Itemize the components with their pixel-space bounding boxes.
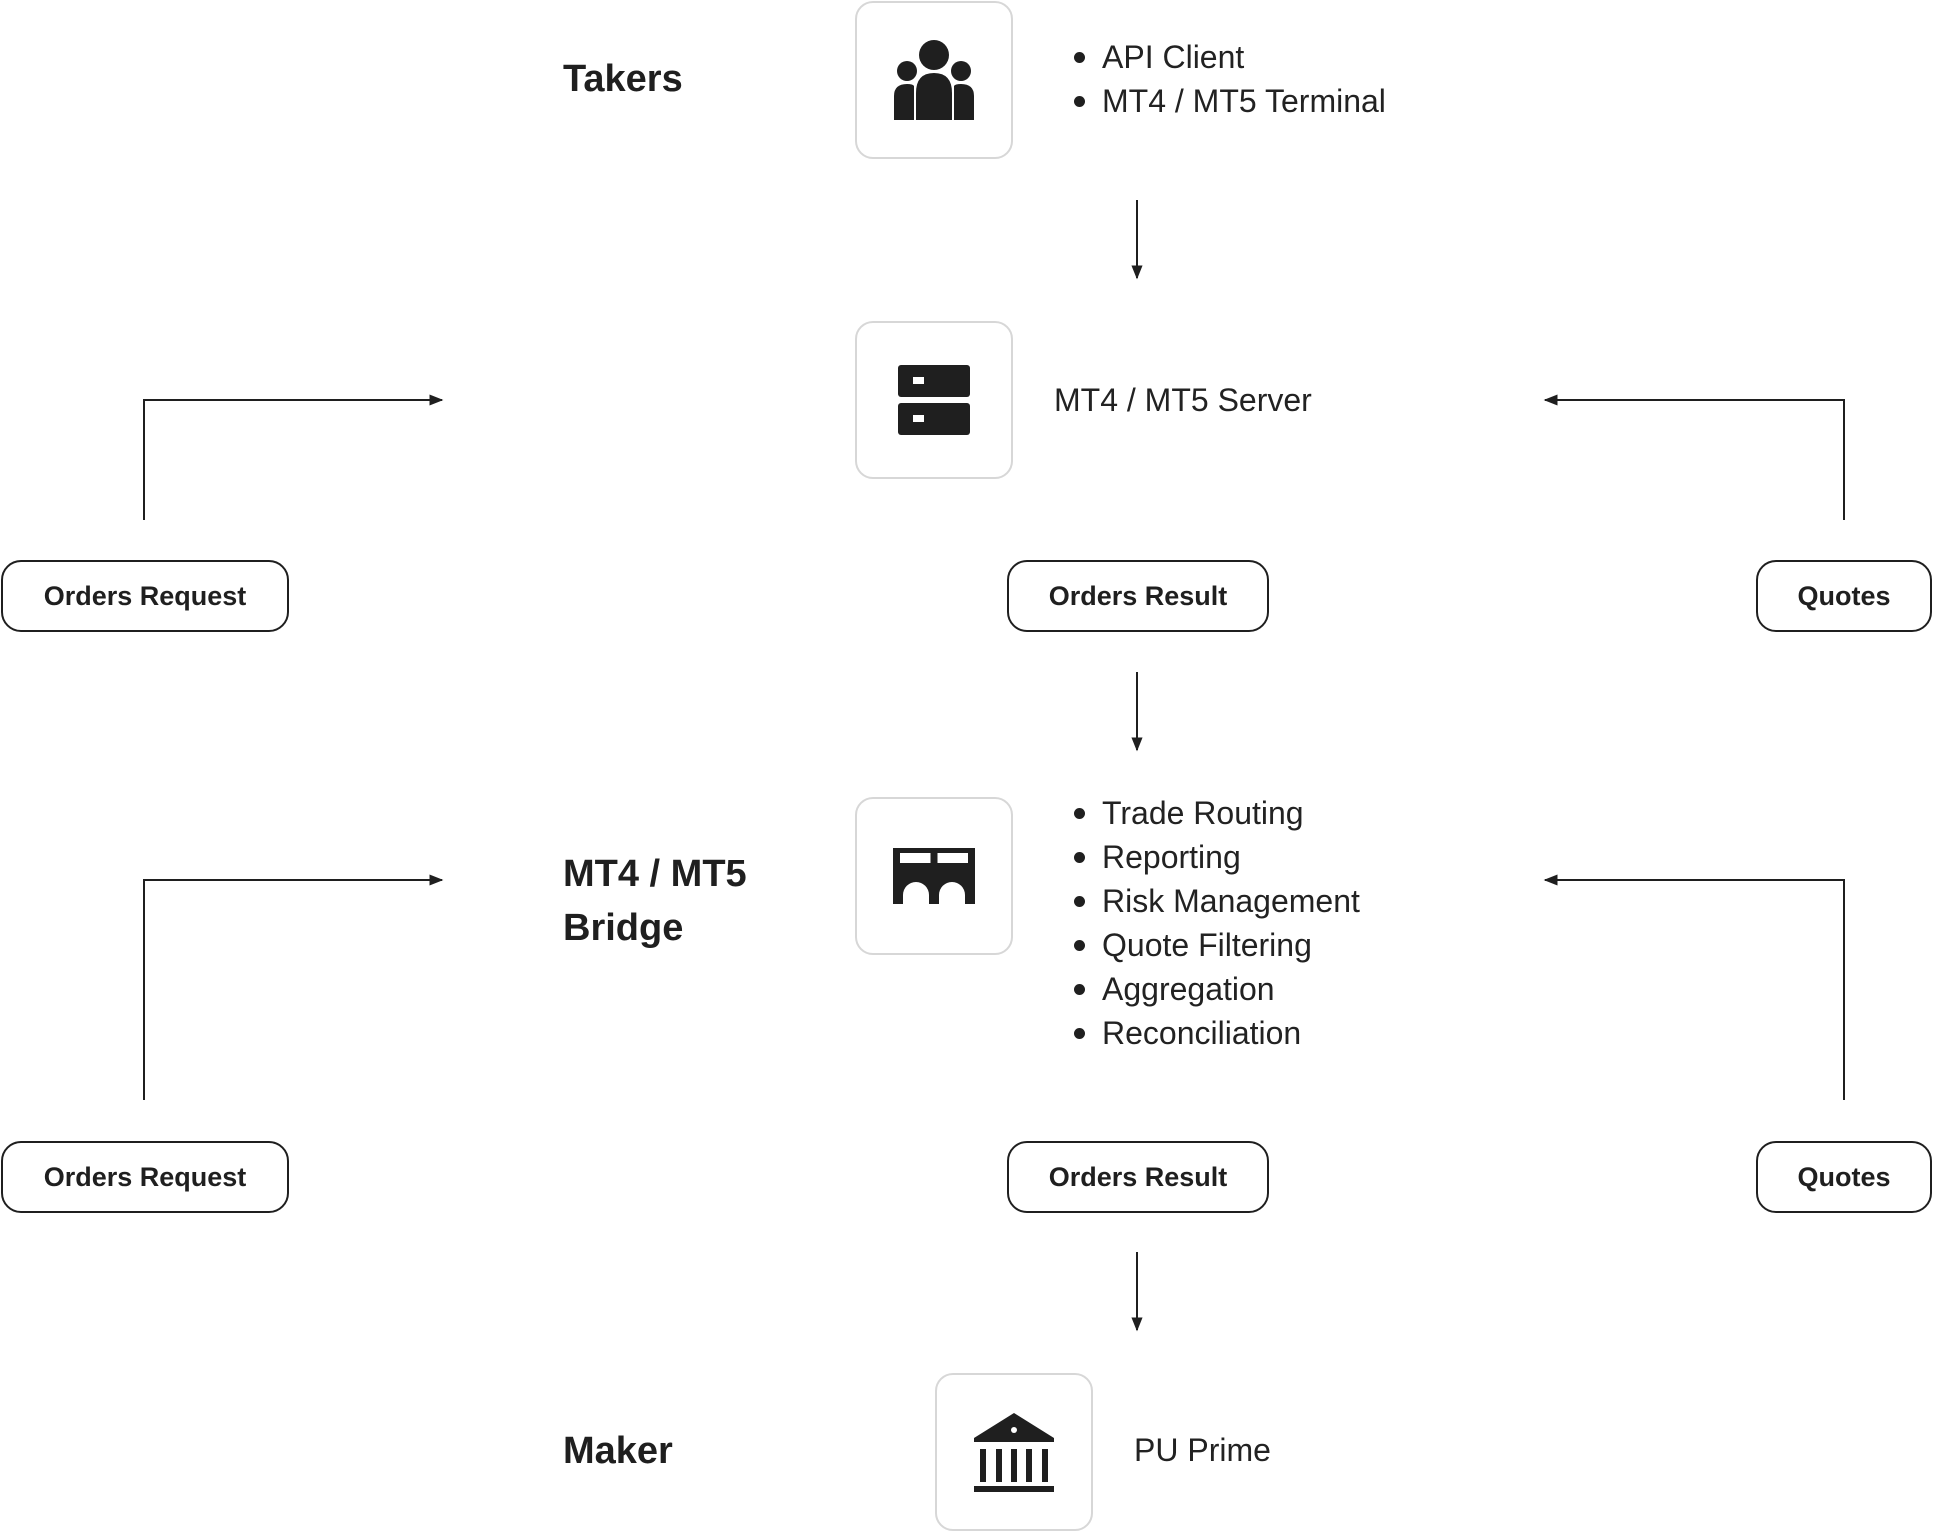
takers-title: Takers <box>563 58 683 100</box>
list-item: Trade Routing <box>1070 791 1360 835</box>
takers-list: API Client MT4 / MT5 Terminal <box>1070 35 1386 123</box>
arrow-upper-orders-request <box>143 394 444 520</box>
bridge-title-line2: Bridge <box>563 907 684 949</box>
lower-orders-request-pill: Orders Request <box>1 1141 289 1213</box>
list-item: Aggregation <box>1070 967 1360 1011</box>
maker-icon-box <box>935 1373 1093 1531</box>
maker-title: Maker <box>563 1430 673 1472</box>
takers-icon-box <box>855 1 1013 159</box>
bridge-icon-box <box>855 797 1013 955</box>
list-item: Risk Management <box>1070 879 1360 923</box>
users-group-icon <box>894 40 974 120</box>
bridge-title-line1: MT4 / MT5 <box>563 853 747 895</box>
arrow-lower-quotes <box>1543 874 1845 1100</box>
maker-label: PU Prime <box>1134 1432 1271 1468</box>
server-icon-box <box>855 321 1013 479</box>
list-item: MT4 / MT5 Terminal <box>1070 79 1386 123</box>
bridge-list: Trade Routing Reporting Risk Management … <box>1070 791 1360 1055</box>
list-item: Quote Filtering <box>1070 923 1360 967</box>
list-item: Reporting <box>1070 835 1360 879</box>
lower-quotes-pill: Quotes <box>1756 1141 1932 1213</box>
arrow-lower-orders-request <box>143 874 444 1100</box>
arrow-upper-quotes <box>1543 394 1845 520</box>
bank-icon <box>974 1413 1054 1492</box>
upper-orders-result-pill: Orders Result <box>1007 560 1269 632</box>
server-icon <box>898 365 970 435</box>
upper-orders-request-pill: Orders Request <box>1 560 289 632</box>
bridge-icon <box>893 848 975 904</box>
server-label: MT4 / MT5 Server <box>1054 382 1312 418</box>
list-item: API Client <box>1070 35 1386 79</box>
list-item: Reconciliation <box>1070 1011 1360 1055</box>
upper-quotes-pill: Quotes <box>1756 560 1932 632</box>
lower-orders-result-pill: Orders Result <box>1007 1141 1269 1213</box>
bridge-title: MT4 / MT5 Bridge <box>563 847 863 955</box>
